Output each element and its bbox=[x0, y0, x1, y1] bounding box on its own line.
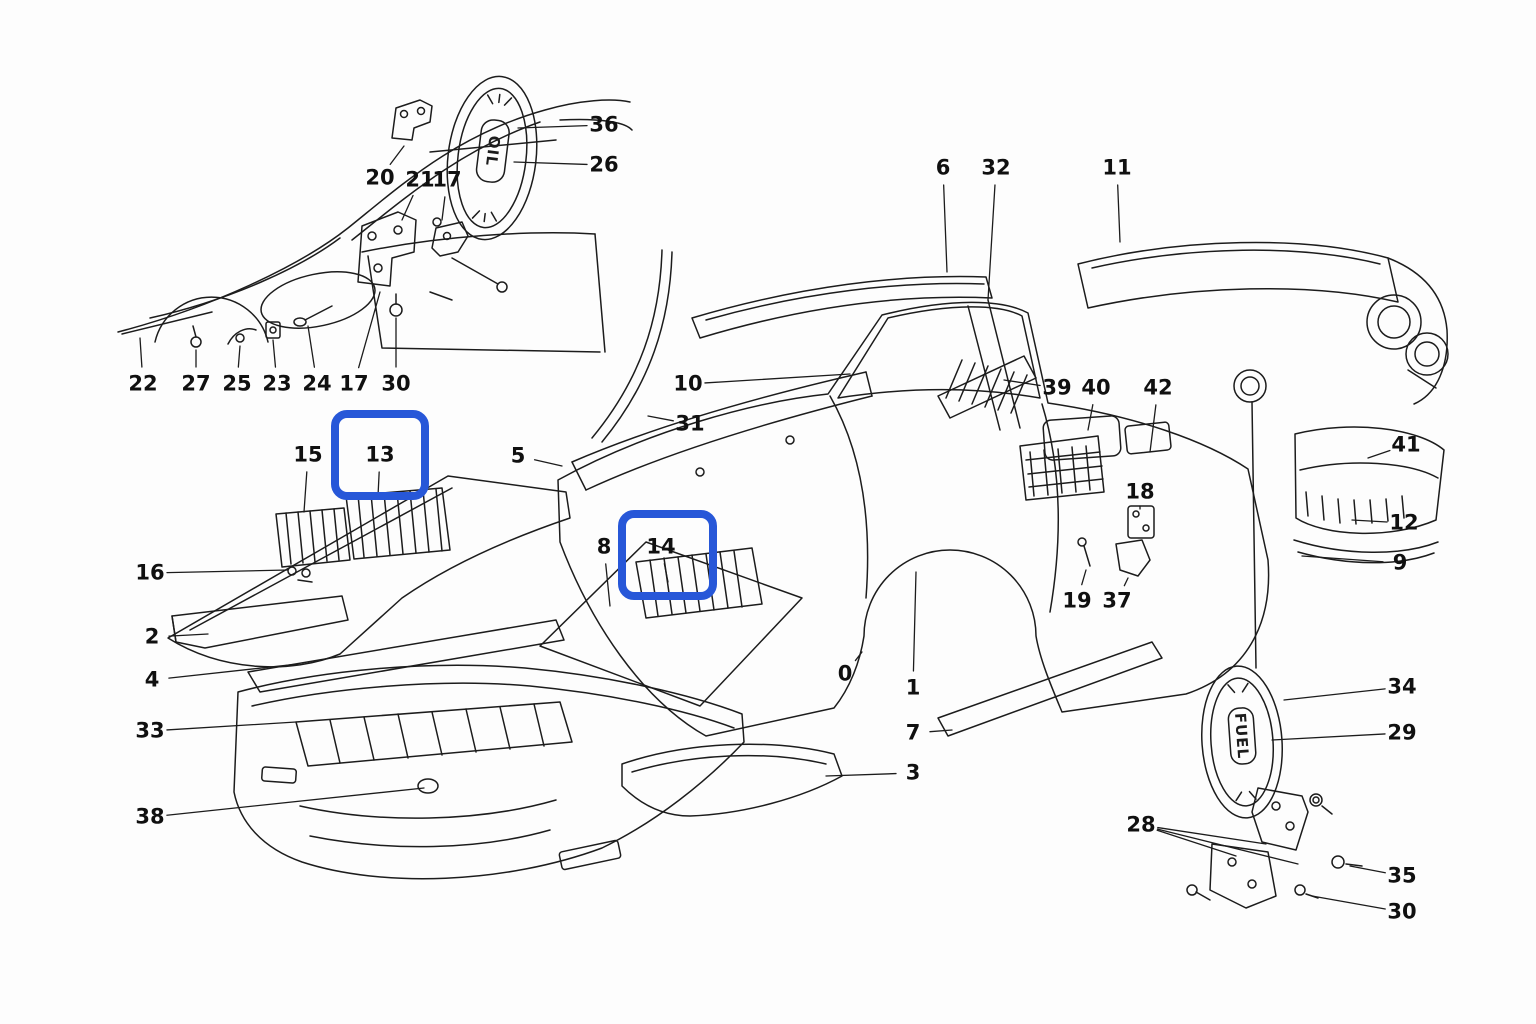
part-label-33: 33 bbox=[135, 718, 165, 743]
rear-quarter-panels bbox=[1293, 426, 1445, 564]
part-label-5: 5 bbox=[510, 443, 526, 468]
part-label-6: 6 bbox=[935, 155, 951, 180]
part-label-24: 24 bbox=[302, 371, 332, 396]
part-label-13: 13 bbox=[365, 442, 395, 467]
windscreen-frame bbox=[571, 249, 873, 491]
hood-vent-13 bbox=[345, 487, 451, 560]
hood-vent-15 bbox=[275, 507, 351, 568]
part-label-40: 40 bbox=[1081, 375, 1111, 400]
side-sill-panel bbox=[937, 641, 1163, 737]
part-label-2: 2 bbox=[144, 624, 160, 649]
front-bumper bbox=[233, 664, 745, 880]
rear-deck-panel bbox=[1077, 241, 1449, 405]
part-label-22: 22 bbox=[128, 371, 158, 396]
latch-bracket-parts bbox=[357, 99, 508, 301]
roof-panel bbox=[691, 275, 993, 339]
part-label-31: 31 bbox=[675, 411, 705, 436]
interior-panels bbox=[1019, 415, 1172, 501]
part-label-30: 30 bbox=[1387, 899, 1417, 924]
hood-clips-16 bbox=[287, 566, 313, 583]
rear-bumper bbox=[621, 743, 843, 817]
part-label-21: 21 bbox=[405, 167, 435, 192]
part-label-10: 10 bbox=[673, 371, 703, 396]
part-label-11: 11 bbox=[1102, 155, 1132, 180]
oil-badge-text: OIL bbox=[482, 135, 504, 168]
oil-badge: OIL bbox=[446, 75, 538, 241]
front-body-sketch bbox=[117, 99, 633, 353]
part-label-1: 1 bbox=[905, 675, 921, 700]
fuel-badge-text: FUEL bbox=[1231, 712, 1252, 759]
part-label-23: 23 bbox=[262, 371, 292, 396]
part-label-38: 38 bbox=[135, 804, 165, 829]
part-label-19: 19 bbox=[1062, 588, 1092, 613]
part-label-20: 20 bbox=[365, 165, 395, 190]
part-label-17: 17 bbox=[339, 371, 369, 396]
part-label-4: 4 bbox=[144, 667, 160, 692]
fuel-badge-link-line bbox=[1251, 401, 1257, 669]
part-label-18: 18 bbox=[1125, 479, 1155, 504]
part-label-27: 27 bbox=[181, 371, 211, 396]
small-fasteners bbox=[121, 271, 403, 348]
part-label-12: 12 bbox=[1389, 510, 1419, 535]
part-label-42: 42 bbox=[1143, 375, 1173, 400]
part-label-37: 37 bbox=[1102, 588, 1132, 613]
part-label-25: 25 bbox=[222, 371, 252, 396]
part-label-7: 7 bbox=[905, 720, 921, 745]
hinge-bracket-assembly bbox=[1186, 787, 1363, 909]
part-label-3: 3 bbox=[905, 760, 921, 785]
part-label-9: 9 bbox=[1392, 550, 1408, 575]
part-label-8: 8 bbox=[596, 534, 612, 559]
front-panel-4 bbox=[247, 619, 565, 693]
engine-vent-louvres bbox=[937, 355, 1037, 419]
door-latch-parts bbox=[1077, 505, 1155, 577]
highlight-box-part-14 bbox=[618, 510, 717, 600]
part-label-39: 39 bbox=[1042, 375, 1072, 400]
front-hood-left bbox=[167, 475, 571, 668]
diagram-artwork: OIL bbox=[117, 75, 1449, 910]
part-label-34: 34 bbox=[1387, 674, 1417, 699]
main-body-shell bbox=[557, 299, 1270, 737]
part-label-15: 15 bbox=[293, 442, 323, 467]
part-label-41: 41 bbox=[1391, 432, 1421, 457]
part-label-30: 30 bbox=[381, 371, 411, 396]
part-label-14: 14 bbox=[646, 534, 676, 559]
part-label-17: 17 bbox=[432, 167, 462, 192]
part-label-28: 28 bbox=[1126, 812, 1156, 837]
part-label-32: 32 bbox=[981, 155, 1011, 180]
fuel-badge: FUEL bbox=[1200, 665, 1284, 819]
part-label-35: 35 bbox=[1387, 863, 1417, 888]
part-label-0: 0 bbox=[837, 661, 853, 686]
leader-lines bbox=[139, 124, 1391, 910]
part-label-16: 16 bbox=[135, 560, 165, 585]
part-label-26: 26 bbox=[589, 152, 619, 177]
front-panel-2 bbox=[171, 595, 349, 649]
part-label-36: 36 bbox=[589, 112, 619, 137]
highlight-box-part-13 bbox=[331, 410, 429, 500]
part-label-29: 29 bbox=[1387, 720, 1417, 745]
